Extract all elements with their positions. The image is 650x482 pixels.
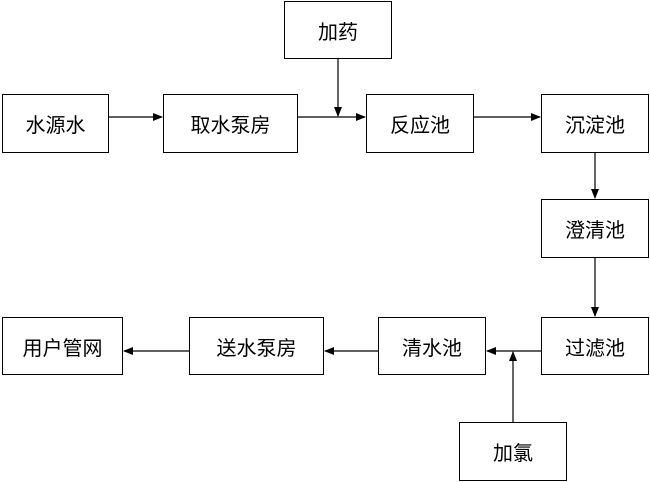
- node-filter-tank: 过滤池: [541, 317, 649, 375]
- node-reaction-tank-label: 反应池: [390, 113, 450, 137]
- node-user-network-label: 用户管网: [22, 335, 103, 360]
- node-delivery-pump-house: 送水泵房: [189, 317, 324, 375]
- node-water-source-label: 水源水: [25, 113, 86, 137]
- node-clear-water-tank-label: 清水池: [402, 335, 462, 360]
- node-reaction-tank: 反应池: [366, 94, 474, 153]
- node-intake-pump-house: 取水泵房: [163, 94, 298, 153]
- node-user-network: 用户管网: [2, 317, 123, 375]
- node-water-source: 水源水: [2, 94, 109, 153]
- node-clarifier-tank-label: 澄清池: [565, 218, 625, 242]
- node-sedimentation-tank: 沉淀池: [541, 94, 649, 153]
- node-clear-water-tank: 清水池: [378, 317, 486, 375]
- node-clarifier-tank: 澄清池: [541, 199, 649, 258]
- node-sedimentation-tank-label: 沉淀池: [565, 113, 625, 137]
- node-delivery-pump-house-label: 送水泵房: [216, 335, 297, 360]
- node-filter-tank-label: 过滤池: [565, 335, 625, 360]
- node-dosing: 加药: [284, 1, 392, 59]
- node-chlorination-label: 加氯: [493, 441, 533, 465]
- node-intake-pump-house-label: 取水泵房: [190, 113, 271, 137]
- node-chlorination: 加氯: [459, 422, 567, 481]
- node-dosing-label: 加药: [318, 19, 358, 44]
